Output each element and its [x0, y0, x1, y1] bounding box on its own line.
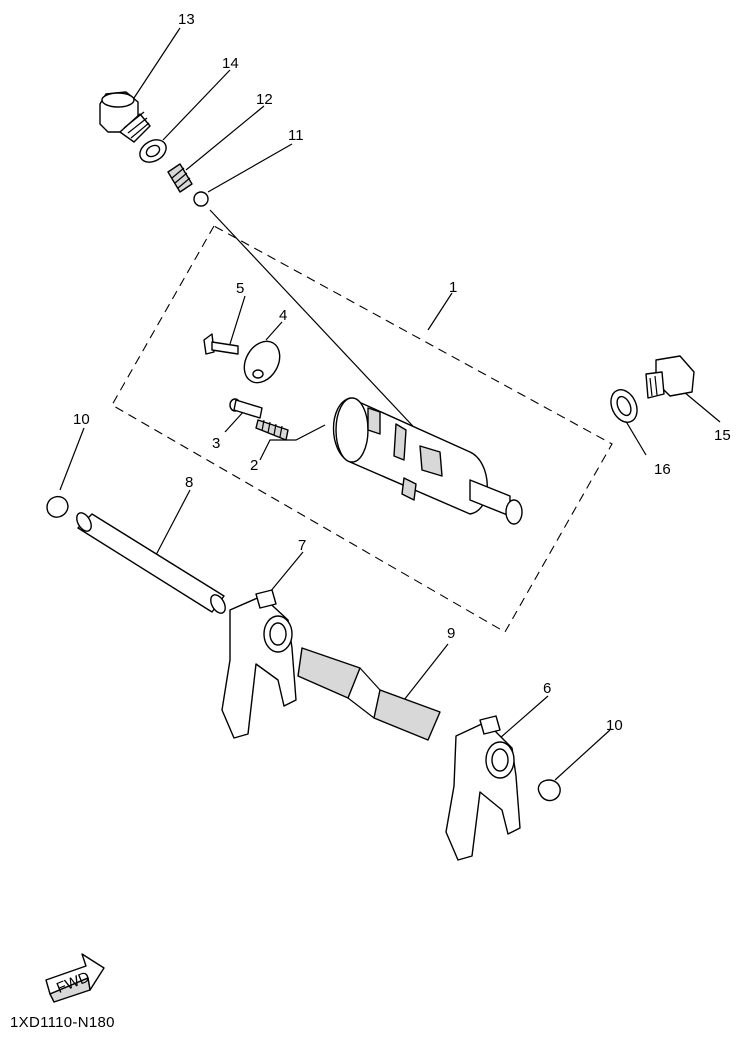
- diagram-reference-code: 1XD1110-N180: [10, 1014, 115, 1031]
- compression-spring: [297, 647, 441, 741]
- callout-11: 11: [288, 127, 304, 144]
- callout-1: 1: [449, 279, 457, 296]
- callout-9: 9: [447, 625, 455, 642]
- callout-8: 8: [185, 474, 193, 491]
- callout-6: 6: [543, 680, 551, 697]
- circlip-right: [537, 779, 561, 802]
- detent-spring: [167, 163, 193, 193]
- callout-10-right: 10: [606, 717, 623, 734]
- callout-13: 13: [178, 11, 195, 28]
- plug-washer: [610, 389, 638, 423]
- shift-fork-2: [445, 715, 521, 861]
- dowel-pin: [229, 398, 263, 419]
- callout-15: 15: [714, 427, 731, 444]
- callout-12: 12: [256, 91, 273, 108]
- shift-drum: [332, 397, 523, 525]
- plug-bolt: [99, 91, 151, 143]
- callout-3: 3: [212, 435, 220, 452]
- callout-2: 2: [250, 457, 258, 474]
- callout-16: 16: [654, 461, 671, 478]
- callout-14: 14: [222, 55, 239, 72]
- assembly-boundary: [111, 225, 613, 633]
- callout-10-left: 10: [73, 411, 90, 428]
- segment-plate: [243, 340, 281, 384]
- callout-7: 7: [298, 537, 306, 554]
- washer: [139, 139, 167, 163]
- callout-4: 4: [279, 307, 287, 324]
- callout-labels: 1 2 3 4 5 6 7 8 9 10 10 11 12 13 14 15 1…: [73, 11, 731, 734]
- shift-fork-1: [221, 589, 297, 739]
- callout-5: 5: [236, 280, 244, 297]
- screw: [203, 333, 239, 355]
- fwd-arrow-icon: FWD: [45, 953, 105, 1003]
- guide-bar: [76, 512, 226, 614]
- neutral-plug: [645, 355, 695, 399]
- detent-ball: [193, 191, 209, 207]
- leader-lines: [59, 27, 721, 781]
- circlip-left: [46, 495, 69, 518]
- pin-spring: [255, 419, 289, 441]
